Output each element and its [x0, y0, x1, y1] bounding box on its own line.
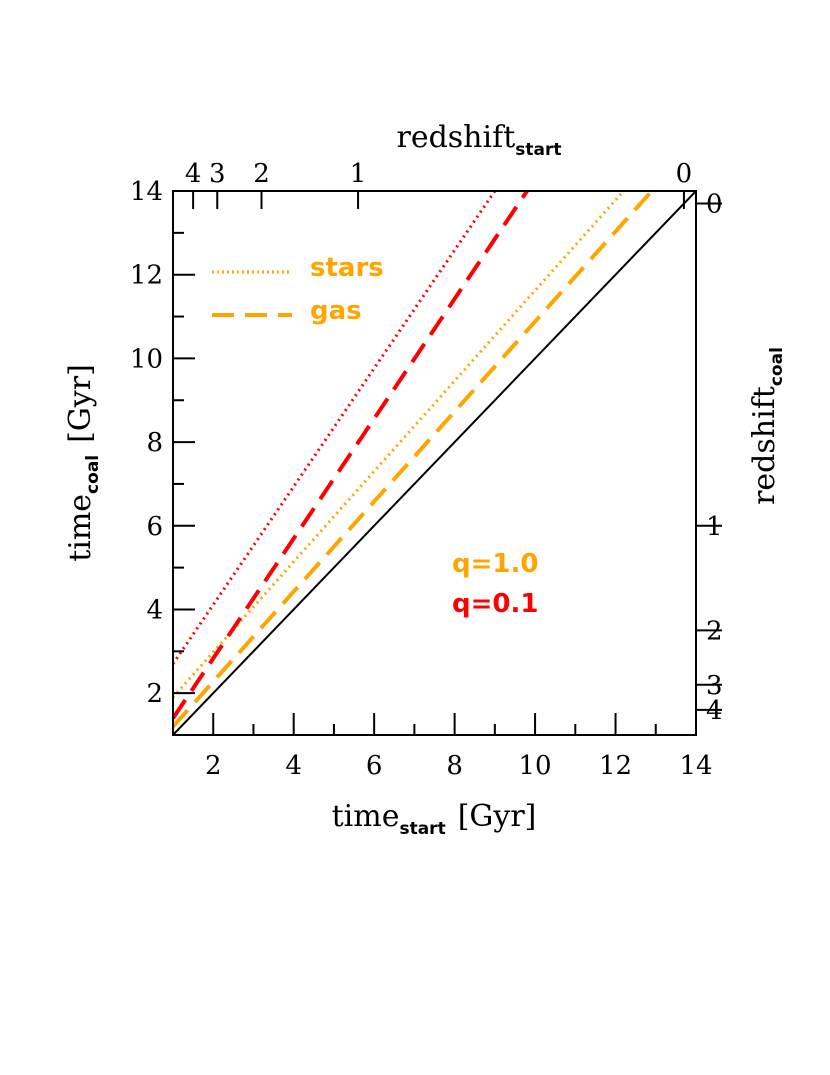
- right-tick-label: 1: [706, 512, 723, 542]
- y-tick-label: 12: [130, 261, 163, 291]
- series-line-q10-stars: [173, 191, 625, 699]
- right-tick-label: 0: [706, 190, 723, 220]
- top-tick-label: 4: [185, 159, 202, 189]
- y-tick-label: 10: [130, 344, 163, 374]
- top-axis-title-main: redshift: [396, 120, 515, 155]
- y-axis-title-main: time: [63, 494, 98, 562]
- right-tick-label: 2: [706, 616, 723, 646]
- plot-frame: [172, 190, 697, 736]
- y-tick-label: 6: [146, 512, 163, 542]
- x-tick-label: 6: [366, 751, 383, 781]
- x-tick-label: 8: [446, 751, 463, 781]
- right-axis-title-sub: coal: [767, 347, 787, 386]
- top-axis-title-sub: start: [515, 140, 561, 160]
- y-axis-title-sub: coal: [83, 455, 103, 494]
- x-tick-label: 2: [205, 751, 222, 781]
- y-axis-title: timecoal [Gyr]: [63, 364, 103, 562]
- right-axis-title-main: redshift: [747, 386, 782, 505]
- ticks-layer: [172, 190, 722, 736]
- y-tick-label: 2: [146, 679, 163, 709]
- x-tick-label: 12: [599, 751, 632, 781]
- legend: stars gas: [212, 253, 384, 326]
- legend-label-stars: stars: [310, 253, 384, 283]
- annotation-q10: q=1.0: [452, 549, 538, 579]
- right-tick-label: 3: [706, 671, 723, 701]
- x-axis-title-main: time: [332, 799, 400, 834]
- series-line-q10-gas: [173, 191, 654, 728]
- y-axis-title-unit: [Gyr]: [63, 364, 98, 443]
- series-layer: [173, 191, 696, 735]
- annotation-q01: q=0.1: [452, 589, 538, 619]
- x-axis-title: timestart [Gyr]: [332, 799, 537, 839]
- series-line-q01-gas: [173, 191, 529, 720]
- x-axis-title-unit: [Gyr]: [458, 799, 537, 834]
- series-line-equality: [173, 191, 696, 735]
- top-tick-label: 0: [676, 159, 693, 189]
- y-tick-label: 4: [146, 595, 163, 625]
- right-tick-label: 4: [706, 696, 723, 726]
- top-tick-label: 3: [209, 159, 226, 189]
- x-tick-label: 4: [285, 751, 302, 781]
- top-axis-title: redshiftstart: [396, 120, 561, 160]
- x-tick-label: 10: [519, 751, 552, 781]
- x-axis-title-sub: start: [399, 819, 445, 839]
- top-tick-label: 2: [253, 159, 270, 189]
- x-tick-label: 14: [679, 751, 712, 781]
- top-tick-label: 1: [350, 159, 367, 189]
- y-tick-label: 14: [130, 177, 163, 207]
- legend-label-gas: gas: [310, 296, 362, 326]
- y-tick-label: 8: [146, 428, 163, 458]
- right-axis-title: redshiftcoal: [747, 347, 787, 505]
